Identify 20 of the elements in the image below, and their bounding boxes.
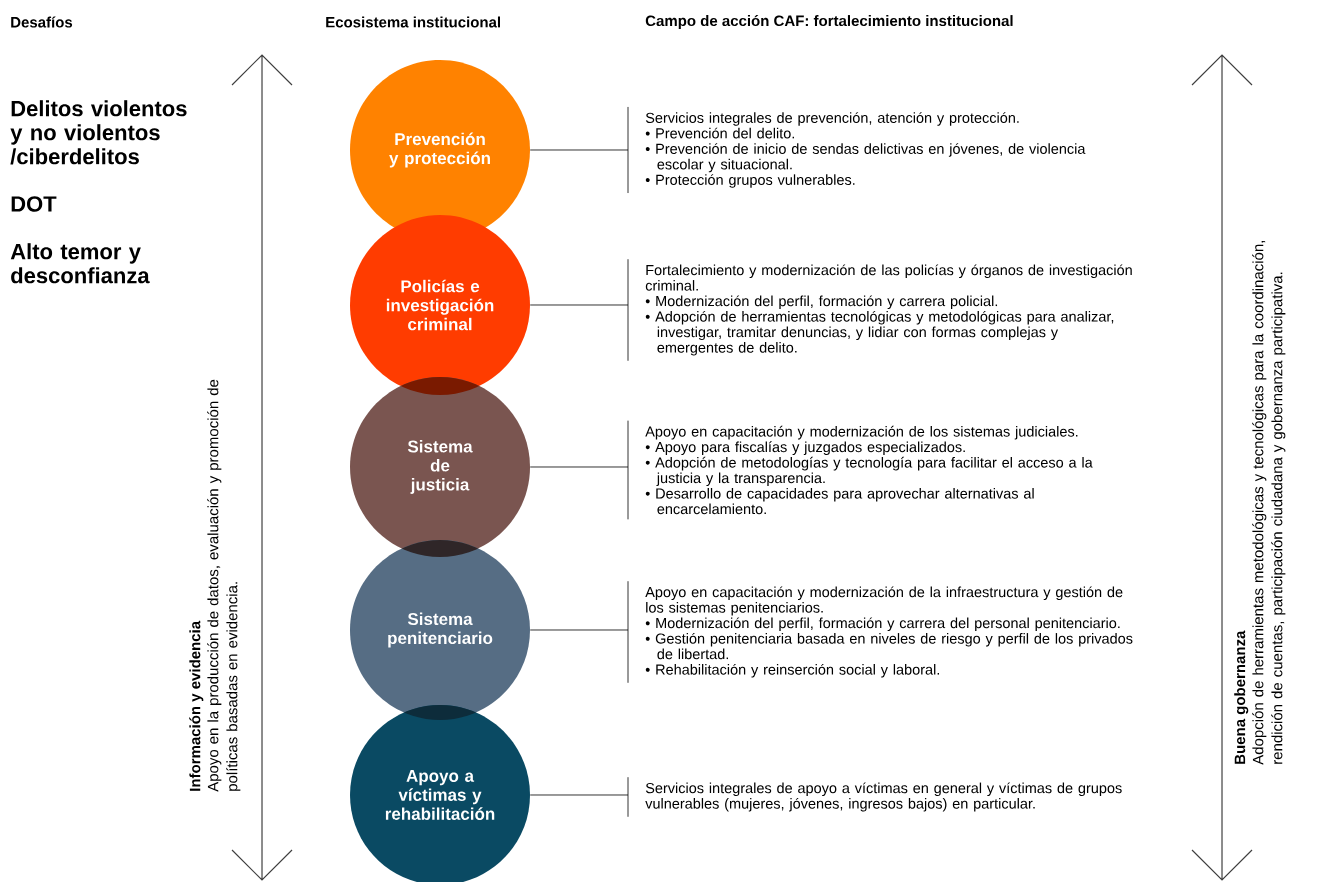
column-heading: Ecosistema institucional (326, 16, 500, 28)
connector-line (529, 304, 629, 306)
challenge-text: Delitos violentos y no violentos /ciberdelitos (10, 100, 187, 165)
connector-line (529, 629, 629, 631)
description-text: Servicios integrales de prevención, atención y protección. • Prevención del delito. • Prevención de inicio de sendas delictivas en jóvenes, de violencia escolar y situacional. • Protección grupos vulnerables. (645, 112, 1086, 188)
description-text: Apoyo en capacitación y modernización de la infraestructura y gestión de los sistemas penitenciarios. • Modernización del perfil, formación y carrera del personal penitenciario. • Gestión penitenciaria basada en niveles de riesgo y perfil de los privados de libertad. • Rehabilitación y reinserción social y laboral. (645, 586, 1133, 678)
connector-line (529, 466, 629, 468)
challenge-text: DOT (11, 196, 57, 212)
description-text: Fortalecimiento y modernización de las policías y órganos de investigación criminal. • Modernización del perfil, formación y carrera policial. • Adopción de herramientas tecnológicas y metodológicas para analizar, investigar, tramitar denuncias, y lidiar con formas complejas y emergentes de delito. (645, 264, 1132, 356)
axis-note: Adopción de herramientas metodológicas y tecnológicas para la coordinación, rendición de cuentas, participación ciudadana y gobernanza participativa. (1252, 240, 1286, 765)
connector-line (529, 149, 629, 151)
axis-heading: Información y evidencia (189, 620, 204, 791)
connector-line (529, 794, 629, 796)
column-heading: Campo de acción CAF: fortalecimiento institucional (645, 14, 1013, 30)
axis-note: Apoyo en la producción de datos, evaluación y promoción de políticas basadas en evidencia. (207, 379, 241, 792)
column-heading: Desafíos (11, 16, 73, 28)
axis-heading: Buena gobernanza (1234, 630, 1249, 764)
challenge-text: Alto temor y desconfianza (10, 243, 150, 284)
description-text: Apoyo en capacitación y modernización de los sistemas judiciales. • Apoyo para fiscalías y juzgados especializados. • Adopción de metodologías y tecnología para facilitar el acceso a la justicia y la transparencia. • Desarrollo de capacidades para aprovechar alternativas al encarcelamiento. (645, 425, 1093, 515)
description-text: Servicios integrales de apoyo a víctimas en general y víctimas de grupos vulnerables (mujeres, jóvenes, ingresos bajos) en particular. (645, 782, 1122, 812)
